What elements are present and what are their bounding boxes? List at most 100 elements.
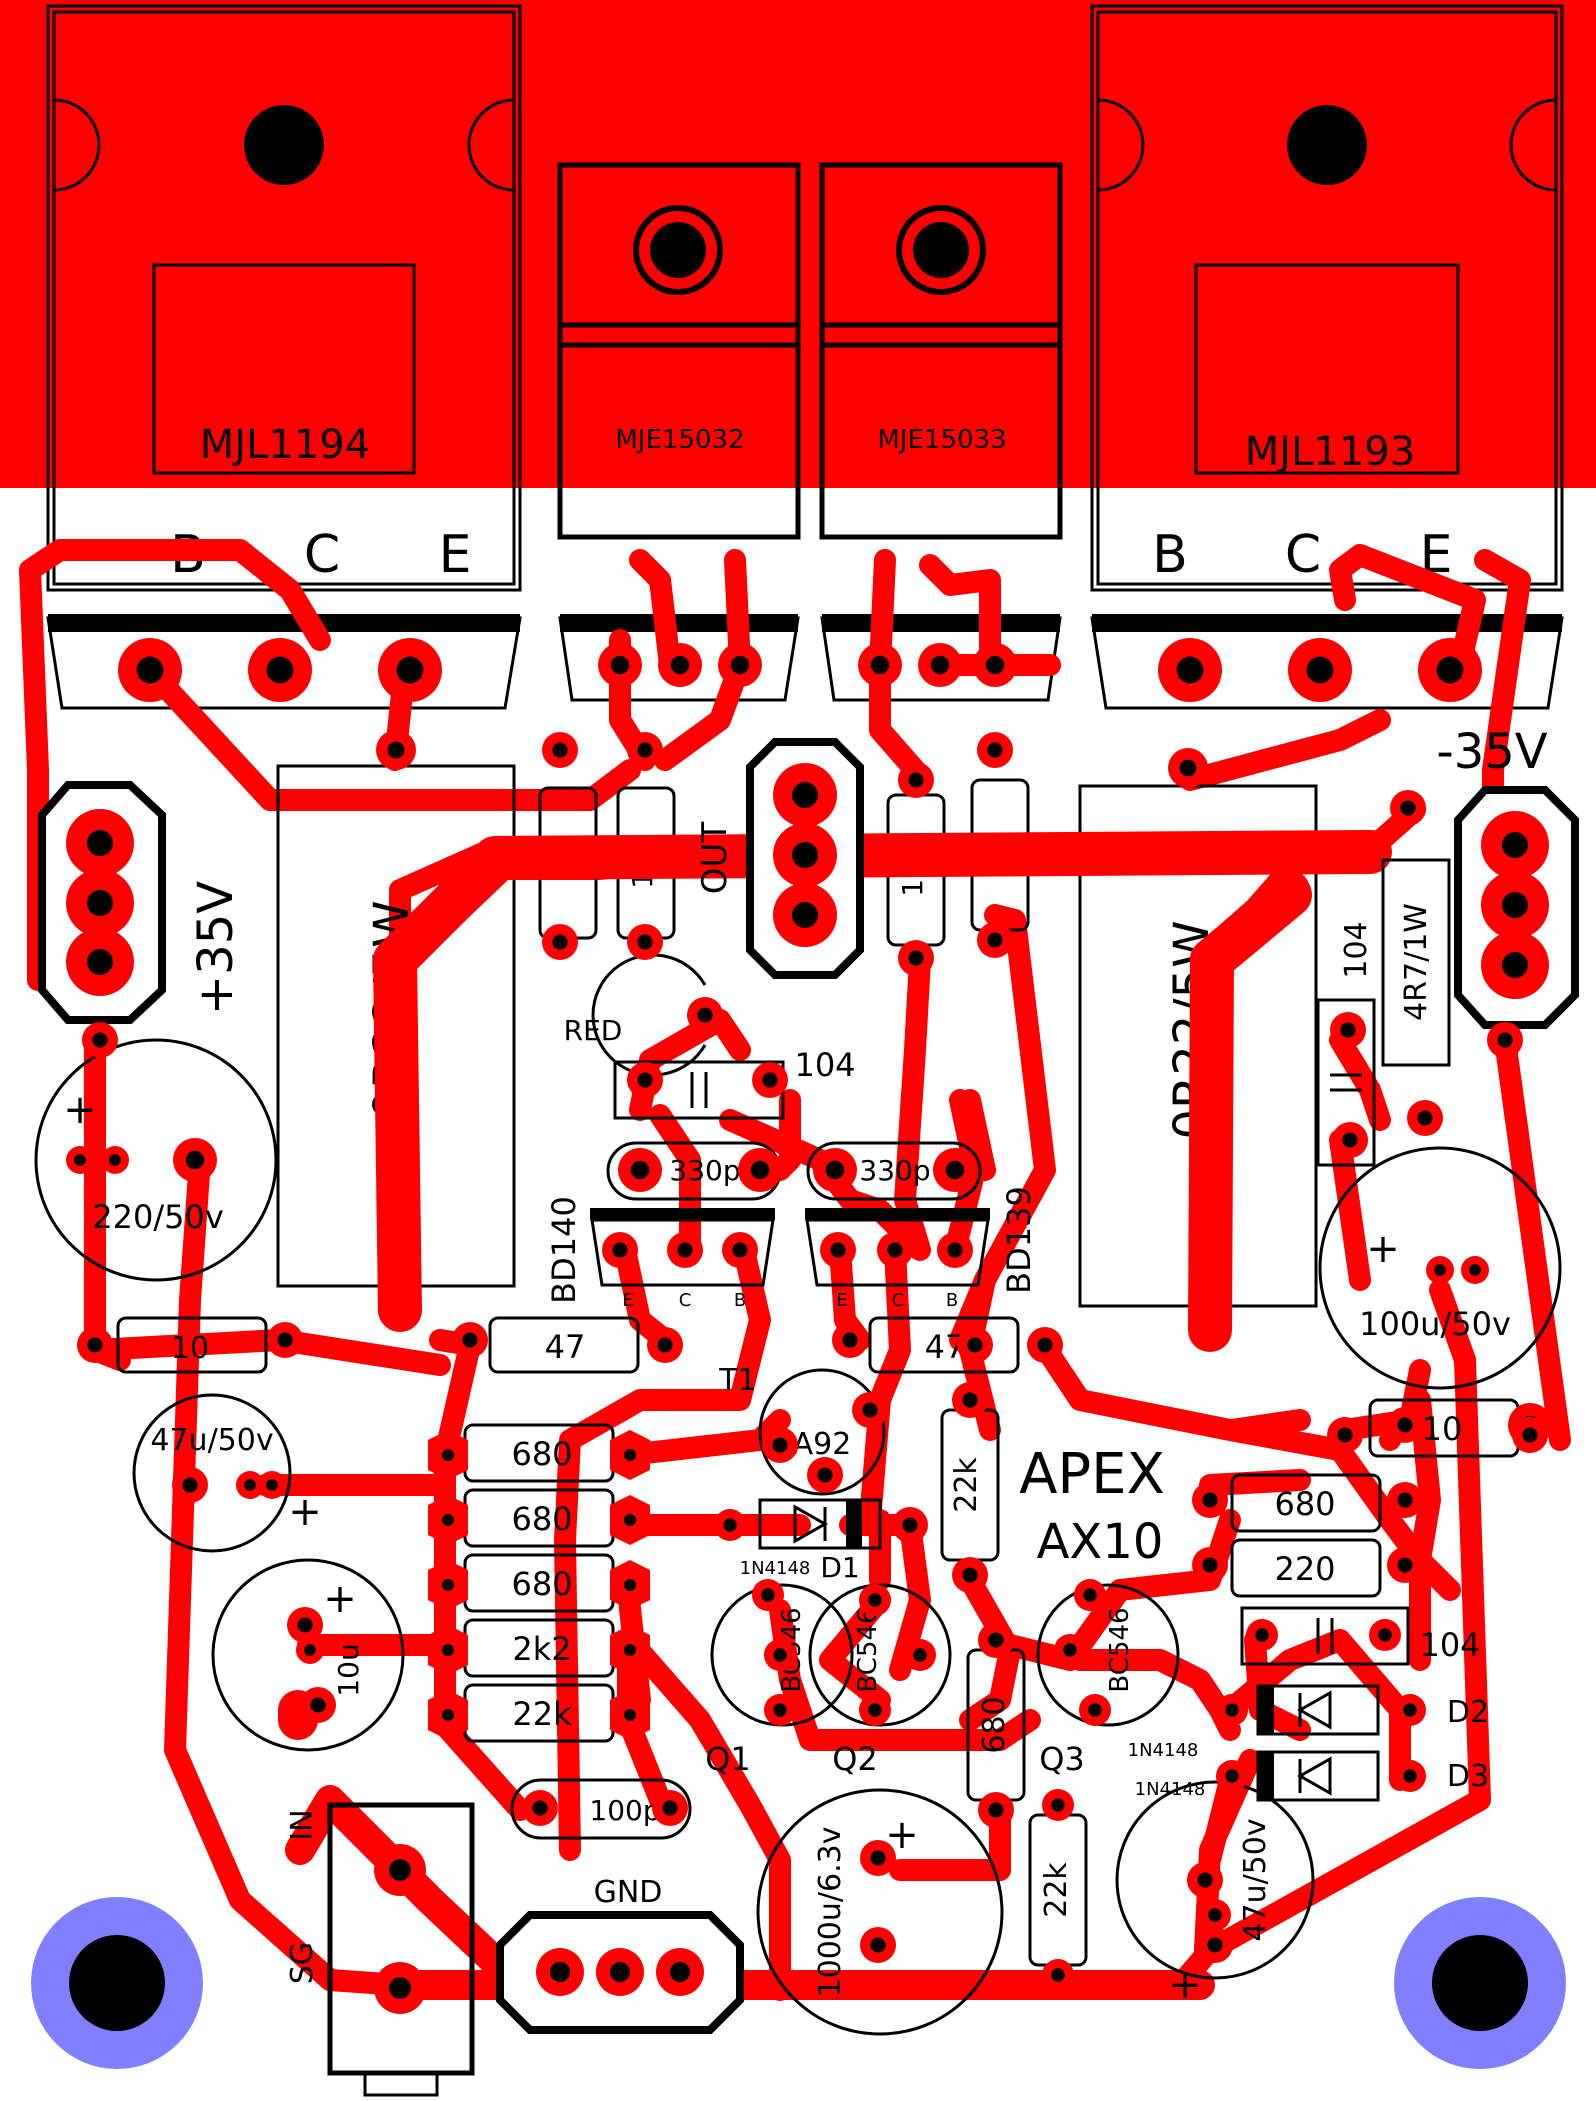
svg-text:GND: GND xyxy=(594,1875,663,1910)
svg-text:2k2: 2k2 xyxy=(512,1630,571,1668)
svg-text:C: C xyxy=(892,1290,905,1311)
svg-text:330p: 330p xyxy=(669,1154,740,1187)
drill-hole xyxy=(1306,656,1334,684)
svg-text:BC546: BC546 xyxy=(853,1607,883,1692)
svg-text:1000u/6.3v: 1000u/6.3v xyxy=(813,1827,848,1998)
svg-text:22k: 22k xyxy=(1039,1862,1074,1918)
drill-hole xyxy=(609,1961,631,1983)
drill-hole xyxy=(266,656,294,684)
drill-hole xyxy=(1225,1703,1239,1717)
svg-text:B: B xyxy=(1152,525,1188,585)
drill-hole xyxy=(730,655,750,675)
drill-hole xyxy=(310,1697,326,1713)
drill-hole xyxy=(750,1160,770,1180)
drill-hole xyxy=(1397,1417,1413,1433)
svg-text:+: + xyxy=(323,1576,357,1622)
svg-text:T1: T1 xyxy=(718,1363,756,1398)
svg-text:680: 680 xyxy=(511,1500,572,1538)
pos-rail-connector[interactable]: +35V xyxy=(38,781,244,1024)
drill-hole xyxy=(185,1150,205,1170)
svg-text:Q1: Q1 xyxy=(705,1740,751,1778)
drill-hole xyxy=(817,1467,833,1483)
svg-text:220: 220 xyxy=(1274,1550,1335,1588)
pos-rail-label: +35V xyxy=(188,881,244,1015)
transistor-a92: A92 xyxy=(758,1368,886,1496)
drill-hole xyxy=(1378,1628,1392,1642)
out-connector[interactable]: OUT xyxy=(695,738,864,979)
drill-hole xyxy=(297,1617,313,1633)
copper-pads xyxy=(66,638,1552,2014)
svg-text:IN: IN xyxy=(285,1809,320,1840)
drill-hole xyxy=(92,1032,108,1048)
svg-text:C: C xyxy=(304,525,340,585)
drill-hole xyxy=(1051,1968,1065,1982)
drill-hole xyxy=(697,1007,713,1023)
input-connector[interactable]: IN SG xyxy=(285,1802,475,2097)
part-label-mjl1194: MJL1194 xyxy=(200,422,370,468)
drill-hole xyxy=(1522,1427,1538,1443)
svg-text:680: 680 xyxy=(1274,1485,1335,1523)
drill-hole xyxy=(947,1242,963,1258)
drill-hole xyxy=(1403,1769,1417,1783)
svg-text:100u/50v: 100u/50v xyxy=(1359,1305,1511,1343)
drill-hole xyxy=(1202,1557,1218,1573)
mounting-hole-right xyxy=(1394,1897,1566,2069)
svg-text:A92: A92 xyxy=(793,1427,852,1462)
brand-label: APEX xyxy=(1019,1442,1165,1507)
drill-hole xyxy=(657,1337,673,1353)
drill-hole xyxy=(662,1800,678,1816)
drill-hole xyxy=(1434,1264,1446,1276)
drill-hole xyxy=(74,1154,86,1166)
svg-text:47u/50v: 47u/50v xyxy=(1238,1818,1273,1941)
drill-hole xyxy=(136,656,164,684)
drill-hole xyxy=(552,934,568,950)
drill-hole xyxy=(967,1337,983,1353)
drill-hole xyxy=(1208,1908,1222,1922)
transistor-q2: BC546 Q2 xyxy=(808,1583,952,1778)
drill-hole xyxy=(677,1242,693,1258)
drill-hole xyxy=(842,1332,858,1348)
neg-rail-label: -35V xyxy=(1436,724,1547,780)
drill-hole xyxy=(723,1518,737,1532)
drill-hole xyxy=(870,1937,886,1953)
drill-hole xyxy=(1051,1798,1065,1812)
drill-hole xyxy=(612,1242,628,1258)
driver-transistor-right: MJE15033 xyxy=(819,162,1063,540)
svg-text:BD140: BD140 xyxy=(545,1196,583,1304)
svg-text:C: C xyxy=(1285,525,1321,585)
svg-text:680: 680 xyxy=(977,1696,1012,1753)
drill-hole xyxy=(1225,1769,1239,1783)
drill-hole xyxy=(1083,1588,1097,1602)
drill-hole xyxy=(908,950,924,966)
svg-text:BD139: BD139 xyxy=(1000,1186,1038,1294)
diode-d1: 1N4148 D1 xyxy=(740,1498,882,1584)
drill-hole xyxy=(549,1961,571,1983)
drill-hole xyxy=(908,772,924,788)
svg-text:1N4148: 1N4148 xyxy=(1128,1740,1199,1761)
drill-hole xyxy=(1403,1703,1417,1717)
svg-text:330p: 330p xyxy=(859,1154,930,1187)
drill-hole xyxy=(987,742,1003,758)
neg-rail-connector[interactable]: -35V xyxy=(1436,724,1579,1029)
svg-text:680: 680 xyxy=(511,1565,572,1603)
drill-hole xyxy=(1497,1032,1513,1048)
drill-hole xyxy=(762,1072,778,1088)
drill-hole xyxy=(913,1648,927,1662)
bd140: BD140 E C B T1 xyxy=(545,1196,775,1398)
drill-hole xyxy=(825,1160,845,1180)
drill-hole xyxy=(462,1332,478,1348)
model-label: AX10 xyxy=(1037,1514,1164,1570)
drill-hole xyxy=(87,1337,103,1353)
svg-text:B: B xyxy=(734,1290,746,1311)
drill-hole xyxy=(862,1402,878,1418)
drill-hole xyxy=(945,1160,965,1180)
drill-hole xyxy=(962,1392,978,1408)
drill-hole xyxy=(988,1802,1004,1818)
drill-hole xyxy=(277,1332,293,1348)
resistor-4r7: 4R7/1W xyxy=(1381,858,1451,1067)
drill-hole xyxy=(389,1859,411,1881)
svg-text:D2: D2 xyxy=(1447,1695,1489,1730)
resistor-47-a: 47 xyxy=(488,1316,640,1374)
drill-hole xyxy=(244,1479,256,1491)
